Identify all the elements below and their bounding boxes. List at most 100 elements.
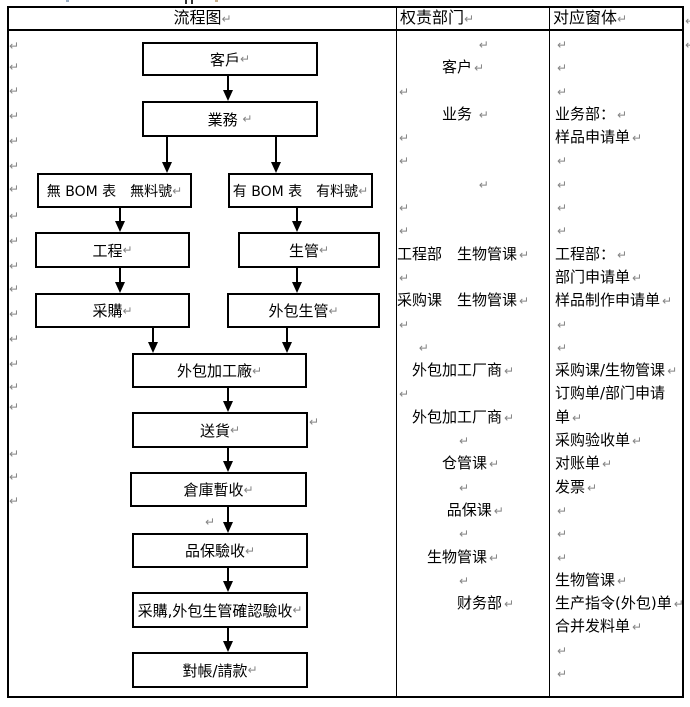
header-row-divider (9, 29, 682, 31)
text-line-content (397, 431, 457, 449)
text-line-content: 外包加工厂商 (397, 361, 503, 380)
paragraph-mark-icon: ↵ (9, 282, 20, 296)
paragraph-mark-icon: ↵ (251, 363, 263, 378)
flow-arrow-line (296, 208, 298, 222)
text-line: 采购验收单↵ (555, 429, 683, 452)
paragraph-mark-icon: ↵ (519, 247, 530, 262)
paragraph-mark-icon: ↵ (399, 201, 410, 216)
flow-arrow-line (227, 507, 229, 523)
text-line: ↵ (555, 80, 683, 103)
paragraph-mark-icon: ↵ (9, 84, 20, 98)
flow-arrow-line (227, 568, 229, 582)
text-line-content: 客户 (397, 58, 473, 77)
paragraph-mark-icon: ↵ (418, 340, 429, 355)
paragraph-mark-icon: ↵ (292, 603, 303, 617)
paragraph-mark-icon: ↵ (557, 527, 568, 542)
text-line-content: 样品申请单 (555, 128, 631, 147)
paragraph-mark-icon: ↵ (632, 131, 643, 146)
paragraph-mark-icon: ↵ (557, 201, 568, 216)
text-line: 仓管课↵ (397, 452, 548, 475)
paragraph-mark-icon: ↵ (244, 543, 256, 558)
text-line: ↵ (397, 173, 548, 196)
text-line: ↵ (397, 149, 548, 172)
text-line: 工程部 生物管课↵ (397, 243, 548, 266)
paragraph-mark-icon: ↵ (459, 480, 470, 495)
text-line-content: 生物管课 (555, 570, 616, 589)
text-line-content: 样品制作申请单 (555, 291, 661, 310)
text-line: 单↵ (555, 406, 683, 429)
text-line: ↵ (555, 336, 683, 359)
paragraph-mark-icon: ↵ (9, 470, 20, 484)
flow-box-label: 外包加工廠 (176, 362, 252, 380)
flow-arrowhead-icon (223, 522, 233, 533)
paragraph-mark-icon: ↵ (205, 515, 216, 529)
text-line: ↵ (397, 196, 548, 219)
flow-box-label: 無 BOM 表 無料號 (46, 183, 173, 200)
column-divider (396, 8, 397, 696)
flow-arrowhead-icon (223, 461, 233, 472)
paragraph-mark-icon: ↵ (399, 84, 410, 99)
paragraph-mark-icon: ↵ (587, 480, 598, 495)
paragraph-mark-icon: ↵ (399, 387, 410, 402)
paragraph-mark-icon: ↵ (557, 503, 568, 518)
text-line: 样品申请单↵ (555, 126, 683, 149)
flow-box-label: 業務 (207, 110, 243, 129)
text-line-content (397, 524, 457, 542)
text-line: ↵ (555, 662, 683, 685)
paragraph-mark-icon: ↵ (557, 38, 568, 52)
paragraph-mark-icon: ↵ (399, 317, 410, 332)
text-line: 采购课 生物管课↵ (397, 289, 548, 312)
flow-box-confirm-acceptance: 采購,外包生管確認驗收↵ (132, 592, 308, 628)
paragraph-mark-icon: ↵ (318, 243, 330, 257)
paragraph-mark-icon: ↵ (519, 294, 530, 309)
paragraph-mark-icon: ↵ (399, 270, 410, 285)
text-line: 客户↵ (397, 56, 548, 79)
flow-box-reconcile-payment: 對帳/請款↵ (132, 652, 308, 688)
paragraph-mark-icon: ↵ (489, 550, 500, 565)
header-label: 流程图 (173, 8, 222, 27)
flow-box-no-bom: 無 BOM 表 無料號↵ (37, 173, 192, 208)
text-line: ↵ (397, 522, 548, 545)
paragraph-mark-icon: ↵ (632, 620, 643, 635)
text-line: ↵ (397, 219, 548, 242)
paragraph-mark-icon: ↵ (557, 224, 568, 239)
paragraph-mark-icon: ↵ (685, 39, 690, 51)
text-line: ↵ (397, 569, 548, 592)
text-line: ↵ (555, 196, 683, 219)
text-line: 订购单/部门申请 (555, 382, 683, 405)
paragraph-mark-icon: ↵ (9, 134, 20, 148)
paragraph-mark-icon: ↵ (459, 527, 470, 542)
paragraph-mark-icon: ↵ (504, 410, 515, 425)
paragraph-mark-icon: ↵ (9, 494, 20, 508)
flow-arrowhead-icon (223, 90, 233, 101)
flow-box-has-bom: 有 BOM 表 有料號↵ (228, 173, 373, 208)
paragraph-mark-icon: ↵ (557, 154, 568, 169)
flow-arrowhead-icon (292, 221, 302, 232)
paragraph-mark-icon: ↵ (504, 597, 515, 612)
flow-box-customer: 客戶↵ (142, 42, 318, 76)
column-divider (549, 8, 550, 696)
text-line-content (397, 478, 457, 496)
text-line: ↵ (555, 173, 683, 196)
paragraph-mark-icon: ↵ (239, 52, 251, 66)
cutoff-text-mark (215, 0, 218, 2)
text-line-content (397, 175, 477, 193)
text-line-content: 工程部 生物管课 (397, 244, 518, 263)
paragraph-mark-icon: ↵ (489, 457, 500, 472)
text-line-content: 采购验收单 (555, 431, 631, 450)
flow-arrow-line (119, 268, 121, 283)
paragraph-mark-icon: ↵ (358, 183, 369, 198)
paragraph-mark-icon: ↵ (478, 107, 489, 122)
header-label: 权责部门 (400, 8, 465, 27)
text-line: ↵ (555, 219, 683, 242)
flow-arrow-line (119, 208, 121, 222)
flow-box-label: 外包生管 (268, 302, 329, 320)
text-line: ↵ (397, 126, 548, 149)
text-line-content: 采购课/生物管课 (555, 361, 666, 380)
text-line: ↵ (555, 313, 683, 336)
paragraph-mark-icon: ↵ (557, 61, 568, 76)
paragraph-mark-icon: ↵ (9, 182, 20, 196)
paragraph-mark-icon: ↵ (242, 112, 253, 126)
text-line-content: 生物管课 (397, 547, 488, 566)
paragraph-mark-icon: ↵ (459, 573, 470, 588)
